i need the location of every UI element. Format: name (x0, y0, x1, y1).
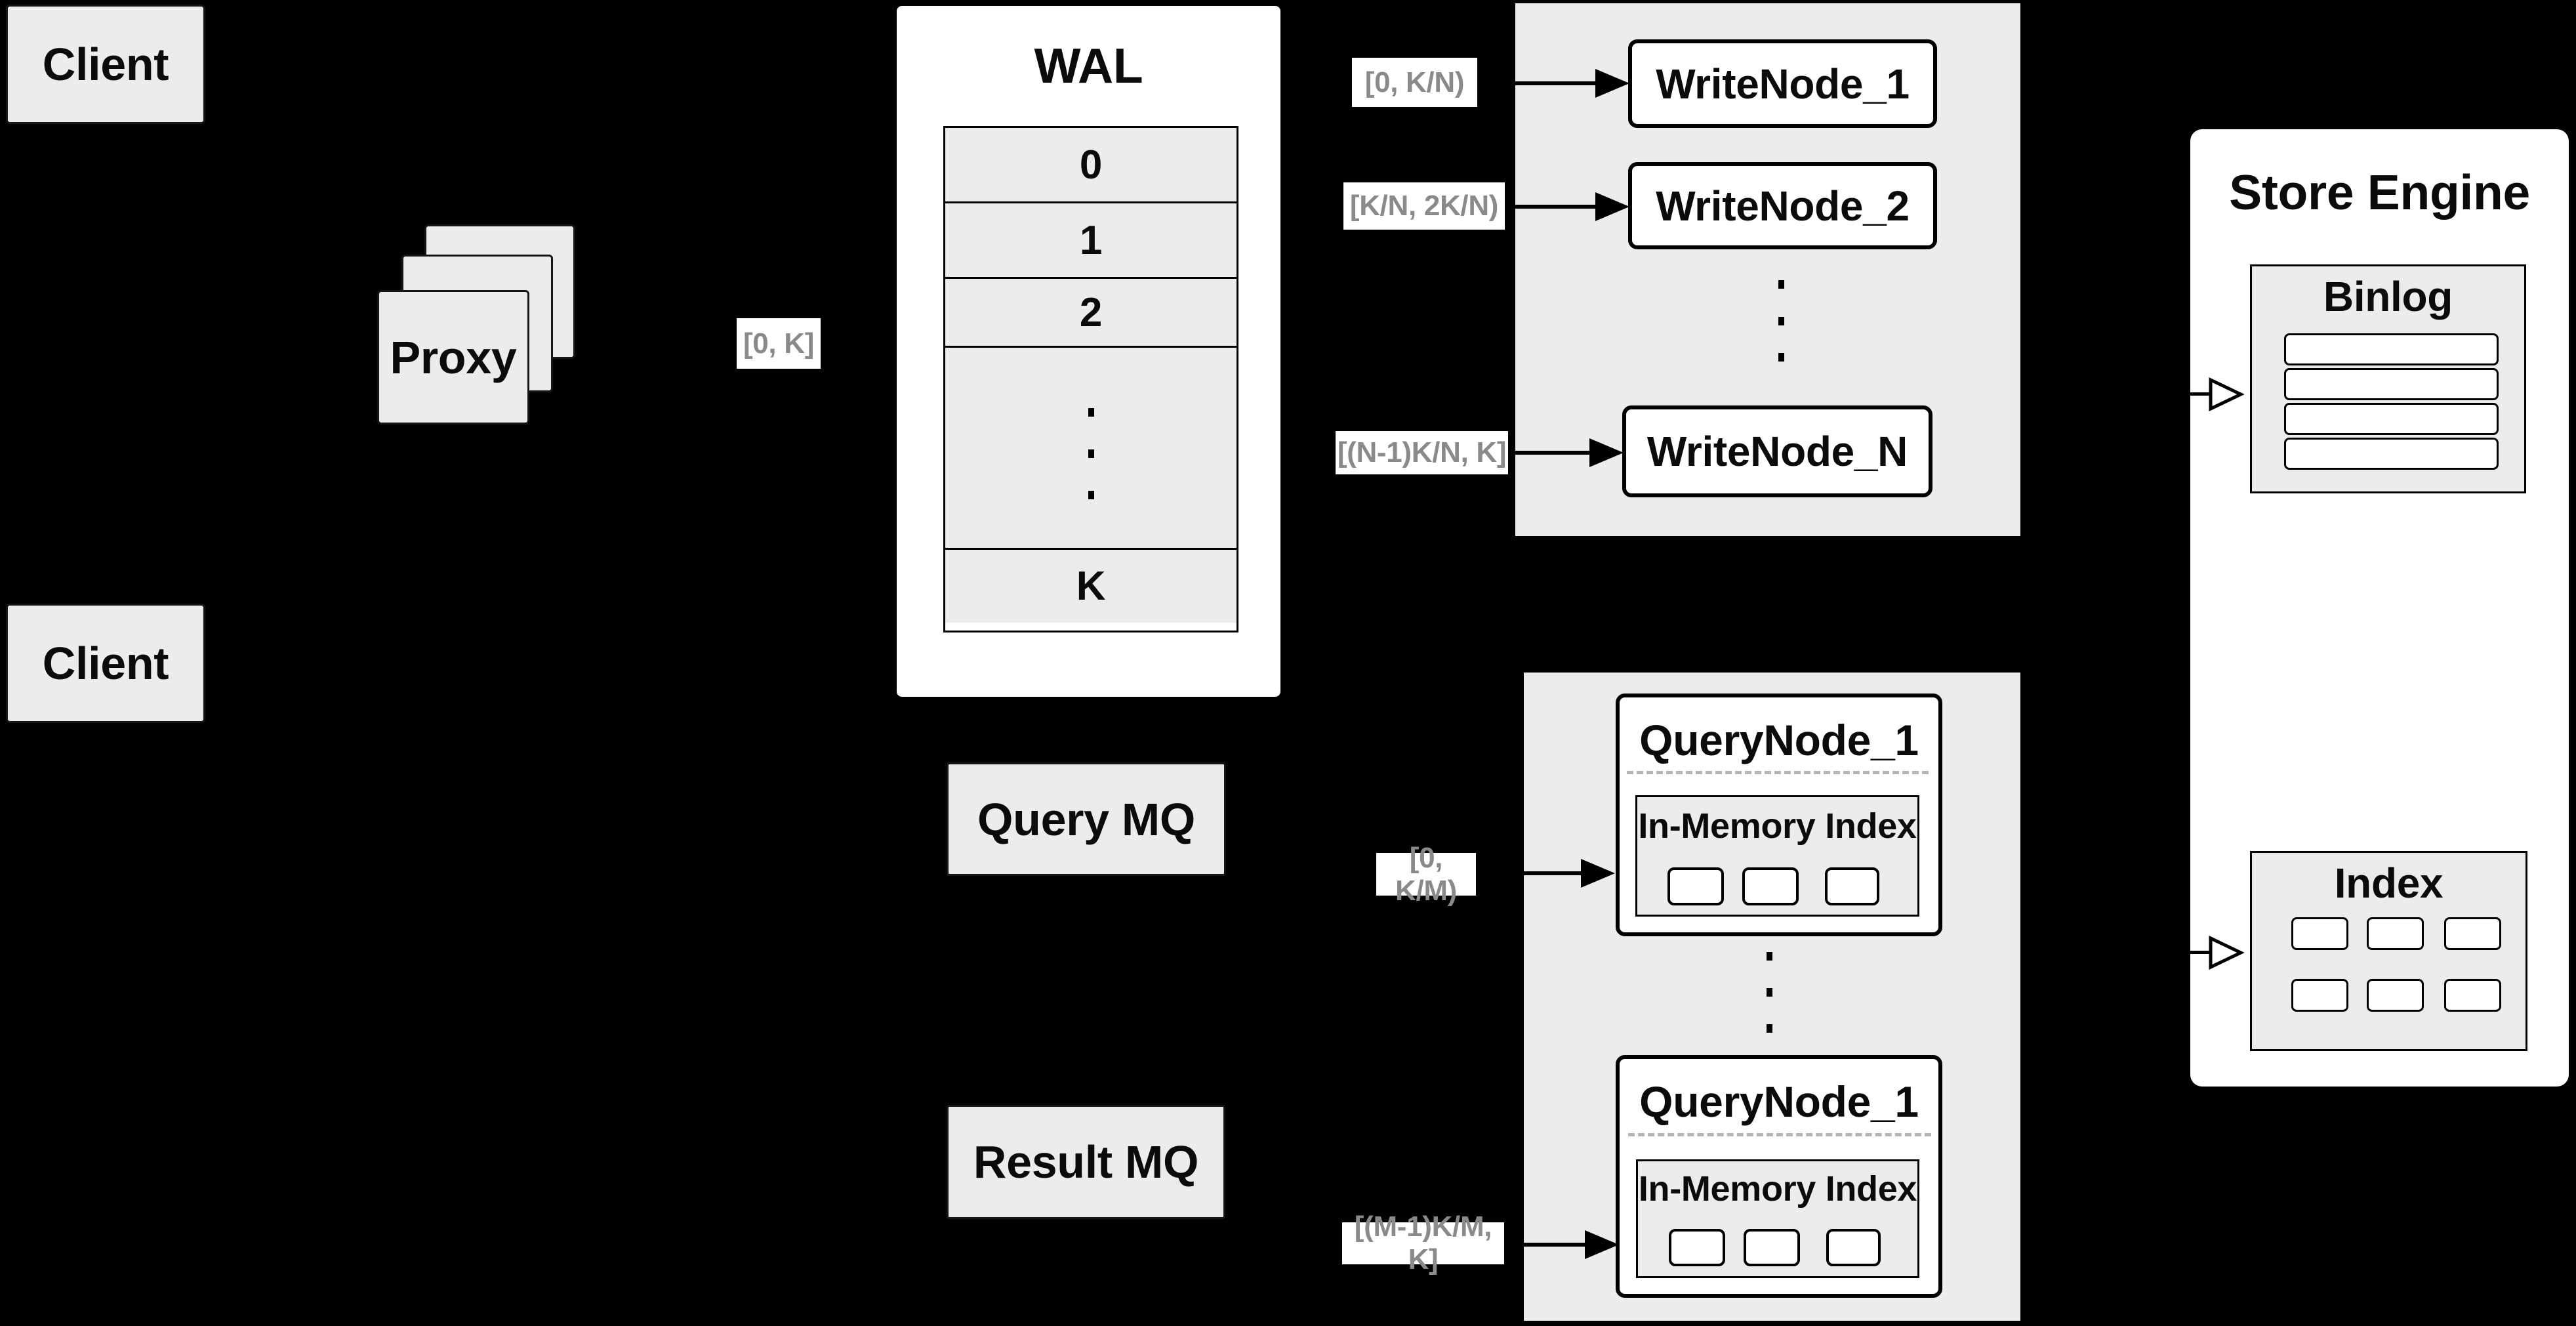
arrow-to-querynodem (1504, 1243, 1586, 1247)
binlog-segment (2284, 368, 2499, 400)
store-engine-title: Store Engine (2229, 164, 2530, 220)
write-node-1-box: WriteNode_1 (1628, 39, 1937, 128)
binlog-segment (2284, 403, 2499, 435)
arrowhead-to-writenode2 (1595, 192, 1629, 221)
query-node-top-divider (1627, 771, 1929, 774)
write-node-n-box: WriteNode_N (1622, 405, 1932, 497)
binlog-title: Binlog (2323, 273, 2453, 320)
in-memory-index-top-title: In-Memory Index (1638, 806, 1917, 846)
arrowhead-to-writenoden (1589, 438, 1624, 467)
query-mq-label: Query MQ (977, 793, 1195, 845)
client-bottom-label: Client (42, 638, 169, 689)
proxy-label: Proxy (390, 331, 517, 383)
wal-row-2: 2 (945, 277, 1237, 346)
index-segment (2291, 979, 2348, 1012)
arrowhead-to-querynode1 (1581, 859, 1615, 888)
arrow-to-querynode1 (1476, 871, 1582, 875)
index-title: Index (2334, 860, 2443, 907)
range-label-proxy-to-wal: [0, K] (737, 318, 821, 369)
wal-ellipsis-dot (1088, 491, 1094, 499)
arrow-to-writenode1 (1477, 81, 1597, 85)
arrowhead-open-binlog (2209, 377, 2245, 411)
query-mq-box: Query MQ (947, 762, 1226, 876)
index-segment (2444, 979, 2501, 1012)
segment-square (1742, 867, 1799, 905)
client-box-top: Client (6, 5, 205, 124)
wal-ellipsis-dot (1088, 408, 1094, 417)
result-mq-box: Result MQ (947, 1105, 1225, 1219)
segment-square (1669, 1229, 1725, 1266)
arrow-to-binlog (2153, 392, 2213, 396)
client-top-label: Client (42, 39, 169, 90)
range-label-write-node-n: [(N-1)K/N, K] (1336, 431, 1508, 474)
write-nodes-ellipsis-dot (1778, 353, 1784, 362)
segment-square (1825, 867, 1879, 905)
wal-row-k: K (945, 548, 1237, 623)
query-nodes-ellipsis-dot (1767, 988, 1772, 997)
arrowhead-open-index (2209, 936, 2245, 970)
wal-ellipsis-dot (1088, 449, 1094, 458)
query-nodes-ellipsis-dot (1767, 952, 1772, 961)
range-label-query-node-m: [(M-1)K/M, K] (1342, 1211, 1504, 1275)
query-node-bottom-divider (1628, 1133, 1931, 1136)
range-label-write-node-2: [K/N, 2K/N) (1343, 182, 1505, 230)
segment-square (1667, 867, 1724, 905)
range-label-write-node-1: [0, K/N) (1352, 58, 1477, 107)
arrow-to-writenoden (1508, 451, 1591, 455)
client-box-bottom: Client (6, 604, 205, 723)
arrow-to-index (2153, 951, 2213, 954)
wal-row-1: 1 (945, 201, 1237, 277)
query-nodes-ellipsis-dot (1767, 1024, 1772, 1033)
arrowhead-to-querynodem (1585, 1230, 1619, 1259)
wal-row-ellipsis (945, 346, 1237, 548)
wal-log-stack: 0 1 2 K (943, 126, 1238, 632)
query-node-bottom-title: QueryNode_1 (1639, 1077, 1919, 1126)
wal-row-0: 0 (945, 128, 1237, 201)
segment-square (1744, 1229, 1800, 1266)
binlog-segment (2284, 333, 2499, 365)
proxy-box: Proxy (377, 290, 529, 425)
index-segment (2444, 917, 2501, 950)
index-segment (2367, 917, 2424, 950)
arrowhead-to-writenode1 (1595, 69, 1629, 98)
arrow-to-writenode2 (1505, 205, 1597, 209)
segment-square (1826, 1229, 1881, 1266)
index-segment (2291, 917, 2348, 950)
binlog-segment (2284, 438, 2499, 470)
in-memory-index-bottom-title: In-Memory Index (1638, 1169, 1917, 1209)
write-node-2-box: WriteNode_2 (1628, 162, 1937, 249)
index-segment (2367, 979, 2424, 1012)
range-label-query-node-1: [0, K/M) (1376, 842, 1476, 907)
index-box (2250, 851, 2527, 1051)
write-nodes-ellipsis-dot (1778, 280, 1784, 289)
wal-title: WAL (1034, 37, 1143, 93)
query-node-top-title: QueryNode_1 (1639, 716, 1919, 764)
result-mq-label: Result MQ (973, 1136, 1199, 1188)
write-nodes-ellipsis-dot (1778, 317, 1784, 325)
